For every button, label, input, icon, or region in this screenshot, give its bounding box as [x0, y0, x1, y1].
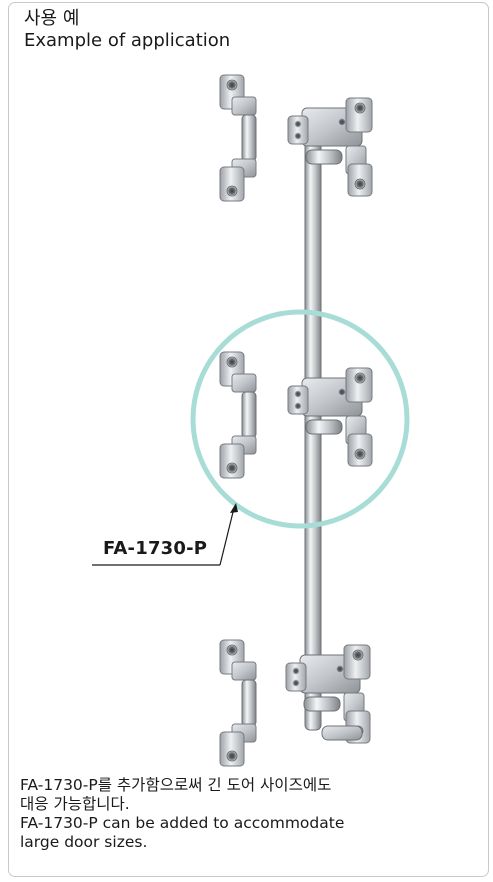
left-hinge-bottom: [219, 639, 257, 767]
caption: FA-1730-P를 추가함으로써 긴 도어 사이즈에도 대응 가능합니다. F…: [20, 776, 475, 852]
highlight-circle: [190, 309, 410, 529]
left-hinge-middle: [219, 351, 257, 479]
callout-arrow-icon: [230, 503, 238, 513]
right-hinge-middle: [287, 367, 373, 467]
title-english: Example of application: [24, 30, 231, 51]
caption-english-line1: FA-1730-P can be added to accommodate: [20, 814, 345, 832]
callout-leader: [219, 507, 235, 566]
title-korean: 사용 예: [24, 8, 80, 29]
caption-korean-line2: 대응 가능합니다.: [20, 795, 130, 813]
right-hinge-top: [287, 97, 373, 197]
caption-english-line2: large door sizes.: [20, 833, 148, 851]
caption-korean-line1: FA-1730-P를 추가함으로써 긴 도어 사이즈에도: [20, 776, 332, 794]
left-hinge-top: [219, 74, 257, 202]
part-number-label: FA-1730-P: [103, 538, 208, 559]
